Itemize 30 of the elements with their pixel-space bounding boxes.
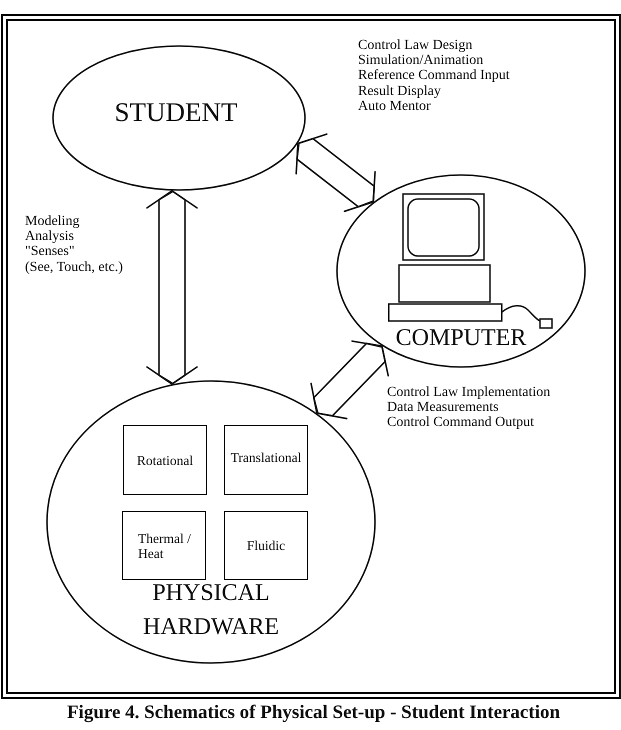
annotation-text: Analysis <box>25 229 74 244</box>
double-line-arrow <box>146 190 198 385</box>
annotation-text: Control Law Implementation <box>387 385 550 400</box>
annotation-text: Reference Command Input <box>358 68 510 84</box>
category-box <box>122 511 206 580</box>
ellipse-node <box>52 45 306 191</box>
category-box <box>224 511 308 580</box>
double-line-arrow <box>310 340 390 420</box>
ellipse-node <box>46 380 376 664</box>
figure-caption: Figure 4. Schematics of Physical Set-up - Student Interaction <box>66 701 560 724</box>
node-label: Rotational <box>136 452 194 468</box>
node-label: PHYSICAL HARDWARE <box>142 579 280 642</box>
annotation-text: "Senses" <box>25 244 75 260</box>
annotation-text: Simulation/Animation <box>358 53 484 68</box>
annotation-text: Modeling <box>25 214 80 229</box>
node-label: STUDENT <box>114 97 238 127</box>
annotation-text: (See, Touch, etc.) <box>25 260 123 275</box>
annotation-text: Control Law Design <box>358 38 472 53</box>
category-box <box>123 425 207 495</box>
node-label: Thermal / Heat <box>138 530 192 560</box>
node-label: COMPUTER <box>396 325 526 351</box>
double-line-arrow <box>295 133 376 212</box>
annotation-text: Control Command Output <box>387 415 534 430</box>
node-label: Translational <box>230 450 302 464</box>
annotation-text: Auto Mentor <box>358 98 431 114</box>
ellipse-node <box>336 174 586 368</box>
category-box <box>224 425 308 495</box>
node-label: Fluidic <box>246 538 286 553</box>
annotation-text: Result Display <box>358 84 441 99</box>
annotation-text: Data Measurements <box>387 400 499 416</box>
